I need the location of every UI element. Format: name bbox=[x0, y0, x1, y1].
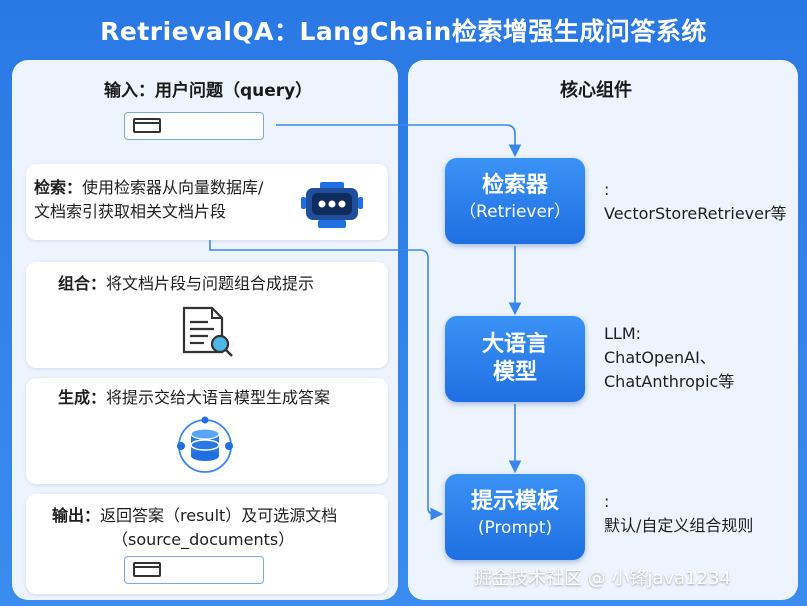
output-step-line2: （source_documents） bbox=[112, 530, 295, 549]
query-input-field[interactable] bbox=[124, 112, 264, 140]
retrieval-step-text: 检索：使用检索器从向量数据库/ 文档索引获取相关文档片段 bbox=[34, 176, 263, 224]
input-box-icon bbox=[133, 118, 161, 133]
prompt-note-line1: : bbox=[604, 492, 610, 511]
retriever-sub: （Retriever） bbox=[459, 202, 571, 222]
prompt-name: 提示模板 bbox=[470, 489, 559, 514]
retriever-note-line2: VectorStoreRetriever等 bbox=[604, 204, 787, 223]
llm-note-line3: ChatAnthropic等 bbox=[604, 372, 735, 391]
combine-step-line1: 将文档片段与问题组合成提示 bbox=[106, 274, 315, 293]
llm-note-line1: LLM: bbox=[604, 324, 642, 343]
retrieval-step-line2: 文档索引获取相关文档片段 bbox=[34, 202, 227, 221]
prompt-note: : 默认/自定义组合规则 bbox=[604, 490, 753, 538]
output-step-line1: 返回答案（result）及可选源文档 bbox=[100, 506, 338, 525]
diagram-title: RetrievalQA：LangChain检索增强生成问答系统 bbox=[100, 17, 707, 46]
output-step-label: 输出： bbox=[52, 506, 101, 525]
retrieval-to-prompt-connector bbox=[209, 240, 444, 521]
llm-name-line2: 模型 bbox=[492, 360, 537, 385]
query-to-retriever-connector bbox=[276, 124, 522, 158]
retriever-note: : VectorStoreRetriever等 bbox=[604, 178, 787, 226]
combine-step-label: 组合： bbox=[58, 274, 107, 293]
prompt-note-line2: 默认/自定义组合规则 bbox=[604, 516, 754, 535]
llm-name-line1: 大语言 bbox=[481, 332, 548, 357]
retriever-component: 检索器 （Retriever） bbox=[445, 158, 585, 244]
retrieval-step-line1: 使用检索器从向量数据库/ bbox=[82, 178, 264, 197]
robot-icon bbox=[301, 182, 363, 228]
output-box-icon bbox=[133, 562, 161, 577]
document-search-icon bbox=[182, 306, 233, 357]
watermark: 掘金技术社区 @ 小锋java1234 bbox=[474, 568, 731, 589]
prompt-component: 提示模板 (Prompt) bbox=[445, 474, 585, 560]
generate-step-label: 生成： bbox=[58, 388, 107, 407]
llm-component: 大语言 模型 bbox=[445, 316, 585, 402]
output-step-text: 输出：返回答案（result）及可选源文档 （source_documents） bbox=[52, 504, 337, 552]
llm-note: LLM: ChatOpenAI、 ChatAnthropic等 bbox=[604, 322, 734, 394]
combine-step-text: 组合：将文档片段与问题组合成提示 bbox=[58, 272, 314, 296]
input-label: 输入： bbox=[104, 81, 155, 101]
components-heading: 核心组件 bbox=[560, 80, 632, 101]
database-network-icon bbox=[177, 416, 233, 473]
prompt-sub: (Prompt) bbox=[477, 518, 553, 538]
generate-step-text: 生成：将提示交给大语言模型生成答案 bbox=[58, 386, 330, 410]
retriever-name: 检索器 bbox=[481, 173, 548, 198]
retriever-note-line1: : bbox=[604, 180, 610, 199]
generate-step-line1: 将提示交给大语言模型生成答案 bbox=[106, 388, 331, 407]
llm-note-line2: ChatOpenAI、 bbox=[604, 348, 716, 367]
retrieval-step-label: 检索： bbox=[34, 178, 83, 197]
input-heading: 输入：用户问题（query） bbox=[104, 76, 312, 101]
result-output-field[interactable] bbox=[124, 556, 264, 584]
input-text: 用户问题（query） bbox=[155, 81, 313, 101]
